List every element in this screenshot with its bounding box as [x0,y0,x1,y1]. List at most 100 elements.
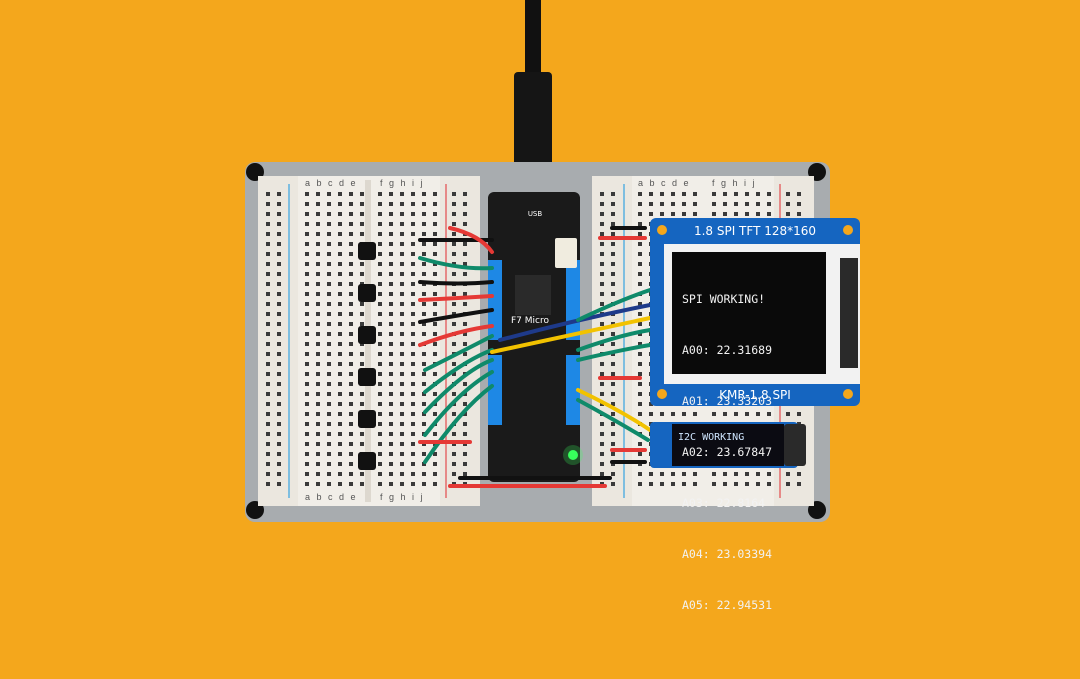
breadboard-hole [600,242,604,246]
breadboard-hole [723,412,727,416]
breadboard-hole [463,192,467,196]
breadboard-hole [600,232,604,236]
column-labels: f g h i j [712,178,757,188]
breadboard-hole [327,322,331,326]
breadboard-hole [277,402,281,406]
breadboard-hole [277,212,281,216]
breadboard-hole [411,372,415,376]
breadboard-hole [422,382,426,386]
breadboard-hole [360,432,364,436]
breadboard-hole [316,382,320,386]
breadboard-hole [734,212,738,216]
breadboard-hole [277,232,281,236]
breadboard-hole [277,352,281,356]
breadboard-hole [266,362,270,366]
breadboard-hole [745,192,749,196]
breadboard-hole [767,482,771,486]
breadboard-hole [463,322,467,326]
breadboard-hole [277,392,281,396]
breadboard-hole [338,342,342,346]
breadboard-hole [638,332,642,336]
breadboard-hole [360,212,364,216]
breadboard-hole [316,282,320,286]
breadboard-hole [378,252,382,256]
breadboard-hole [611,202,615,206]
breadboard-hole [611,332,615,336]
breadboard-hole [305,432,309,436]
breadboard-hole [266,252,270,256]
breadboard-hole [600,462,604,466]
breadboard-hole [600,302,604,306]
breadboard-hole [638,442,642,446]
breadboard-hole [338,212,342,216]
breadboard-hole [433,322,437,326]
breadboard-hole [349,262,353,266]
breadboard-hole [360,352,364,356]
breadboard-hole [349,452,353,456]
breadboard-hole [378,322,382,326]
breadboard-hole [463,222,467,226]
breadboard-hole [463,332,467,336]
breadboard-hole [693,472,697,476]
breadboard-hole [266,442,270,446]
breadboard-hole [389,272,393,276]
breadboard-hole [600,262,604,266]
breadboard-hole [378,212,382,216]
breadboard-hole [305,232,309,236]
breadboard-hole [305,402,309,406]
breadboard-hole [611,422,615,426]
breadboard-hole [400,192,404,196]
breadboard-hole [611,292,615,296]
breadboard-hole [266,462,270,466]
breadboard-hole [316,232,320,236]
breadboard-hole [611,222,615,226]
breadboard-hole [682,192,686,196]
breadboard-hole [682,412,686,416]
breadboard-hole [389,332,393,336]
breadboard-hole [360,272,364,276]
breadboard-hole [433,192,437,196]
breadboard-hole [400,472,404,476]
breadboard-hole [327,252,331,256]
breadboard-hole [411,412,415,416]
breadboard-hole [327,212,331,216]
breadboard-hole [378,362,382,366]
breadboard-hole [660,202,664,206]
breadboard-hole [649,402,653,406]
breadboard-hole [277,442,281,446]
breadboard-hole [463,352,467,356]
breadboard-hole [660,412,664,416]
breadboard-hole [327,282,331,286]
breadboard-hole [349,272,353,276]
breadboard-hole [305,272,309,276]
tft-line: A05: 22.94531 [682,598,773,612]
breadboard-hole [611,472,615,476]
breadboard-hole [316,462,320,466]
breadboard-hole [411,272,415,276]
breadboard-hole [411,432,415,436]
breadboard-hole [723,482,727,486]
breadboard-hole [745,202,749,206]
breadboard-hole [433,342,437,346]
breadboard-hole [389,232,393,236]
breadboard-hole [452,272,456,276]
breadboard-hole [349,462,353,466]
breadboard-hole [671,202,675,206]
breadboard-hole [649,482,653,486]
breadboard-hole [338,232,342,236]
breadboard-hole [389,432,393,436]
breadboard-hole [411,322,415,326]
breadboard-hole [422,412,426,416]
breadboard-hole [638,342,642,346]
breadboard-hole [389,442,393,446]
breadboard-hole [378,192,382,196]
breadboard-hole [360,202,364,206]
breadboard-hole [389,242,393,246]
breadboard-hole [360,192,364,196]
breadboard-hole [349,442,353,446]
breadboard-hole [266,472,270,476]
breadboard-hole [338,262,342,266]
breadboard-hole [638,402,642,406]
breadboard-hole [400,412,404,416]
breadboard-hole [411,422,415,426]
